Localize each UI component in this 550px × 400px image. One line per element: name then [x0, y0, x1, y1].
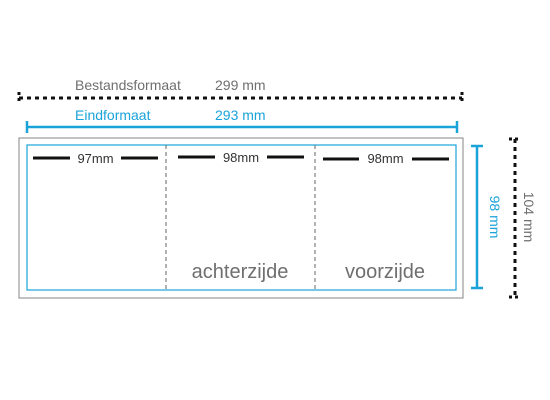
panel-1-width-marker: 97mm: [33, 151, 158, 166]
panel-1-width-label: 97mm: [77, 151, 113, 166]
file-format-outline: [18, 137, 464, 299]
file-format-value: 299 mm: [215, 77, 266, 93]
final-format-height-dimension: 98 mm: [471, 144, 503, 290]
final-format-value: 293 mm: [215, 107, 266, 123]
final-format-height-label: 98 mm: [487, 196, 503, 239]
file-format-dimension: Bestandsformaat 299 mm: [17, 77, 464, 104]
file-format-height-dimension: 104 mm: [509, 137, 537, 299]
panel-2-width-label: 98mm: [223, 150, 259, 165]
panel-2-side-label: achterzijde: [192, 261, 289, 283]
panel-2-width-marker: 98mm: [178, 150, 304, 165]
final-format-dimension: Eindformaat 293 mm: [25, 107, 459, 133]
panel-3-width-marker: 98mm: [323, 151, 449, 166]
panel-3-side-label: voorzijde: [345, 261, 425, 283]
final-format-label: Eindformaat: [75, 107, 151, 123]
file-format-label: Bestandsformaat: [75, 77, 181, 93]
panel-3-width-label: 98mm: [367, 151, 403, 166]
file-format-height-label: 104 mm: [521, 192, 537, 243]
final-format-outline: [26, 144, 457, 291]
